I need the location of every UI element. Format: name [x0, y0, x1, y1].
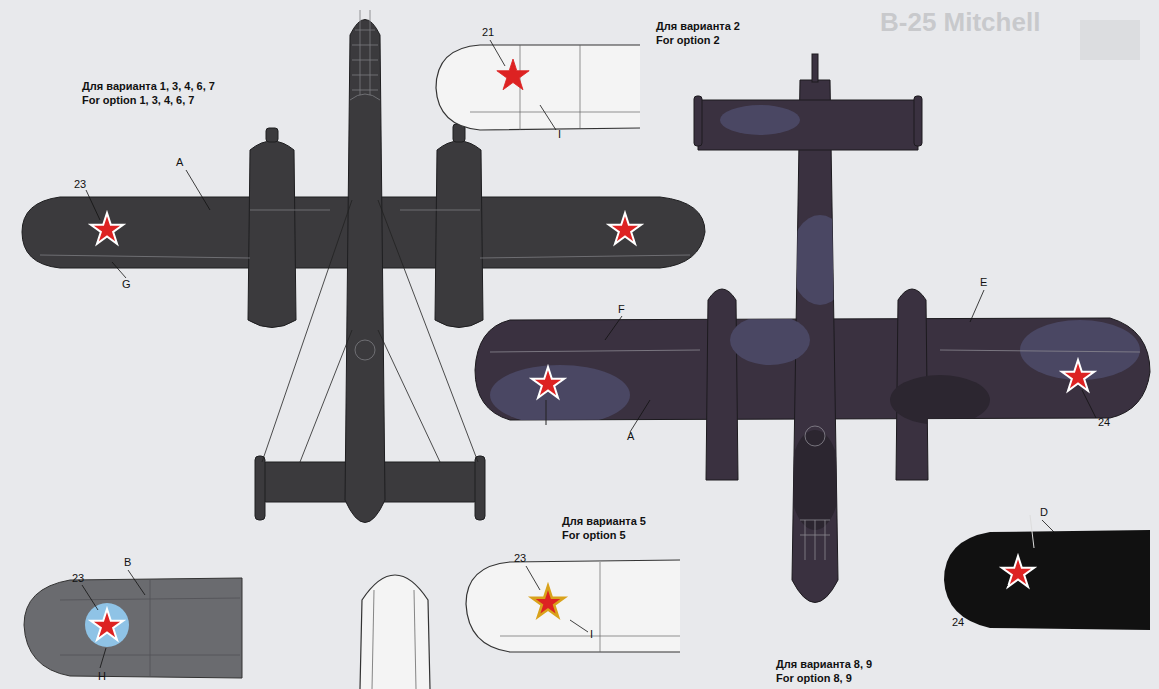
nose-outline [360, 575, 430, 689]
option-caption: For option 8, 9 [776, 672, 852, 685]
callout-number: 23 [514, 552, 526, 565]
option-caption: For option 2 [656, 34, 720, 47]
top-view-aircraft [22, 20, 705, 523]
option-caption: For option 1, 3, 4, 6, 7 [82, 94, 194, 107]
panel-lines [372, 590, 416, 689]
antenna [546, 400, 547, 425]
camouflage [490, 105, 1140, 530]
callout-number: 21 [482, 26, 494, 39]
callout-letter: I [558, 128, 561, 141]
callout-letter: A [627, 430, 634, 443]
leader-line [82, 40, 1096, 668]
callout-letter: H [98, 670, 106, 683]
option-caption: Для варианта 8, 9 [776, 658, 872, 671]
panel-lines [40, 10, 690, 360]
callout-letter: G [122, 278, 131, 291]
callout-letter: F [618, 303, 625, 316]
wingtip-grey [24, 578, 242, 678]
red-star [532, 360, 1094, 398]
option-caption: Для варианта 2 [656, 20, 740, 33]
callout-letter: D [1040, 506, 1048, 519]
callout-number: 23 [74, 178, 86, 191]
red-star [91, 213, 641, 244]
callout-number: 23 [72, 572, 84, 585]
callout-number: 24 [1098, 416, 1110, 429]
option-caption: Для варианта 1, 3, 4, 6, 7 [82, 80, 215, 93]
callout-letter: B [124, 556, 131, 569]
watermark-title: B-25 Mitchell [880, 8, 1040, 38]
wingtip-black [944, 515, 1150, 630]
option-caption: For option 5 [562, 529, 626, 542]
wingtip-outline [466, 560, 680, 652]
background-mark [1080, 20, 1140, 60]
wingtip-outline [436, 45, 640, 130]
callout-letter: A [176, 156, 183, 169]
bottom-view-aircraft [475, 54, 1150, 603]
callout-letter: I [590, 628, 593, 641]
callout-letter: E [980, 276, 987, 289]
option-caption: Для варианта 5 [562, 515, 646, 528]
antenna-wires [262, 200, 478, 462]
panel-lines [490, 350, 1140, 560]
callout-number: 24 [952, 616, 964, 629]
